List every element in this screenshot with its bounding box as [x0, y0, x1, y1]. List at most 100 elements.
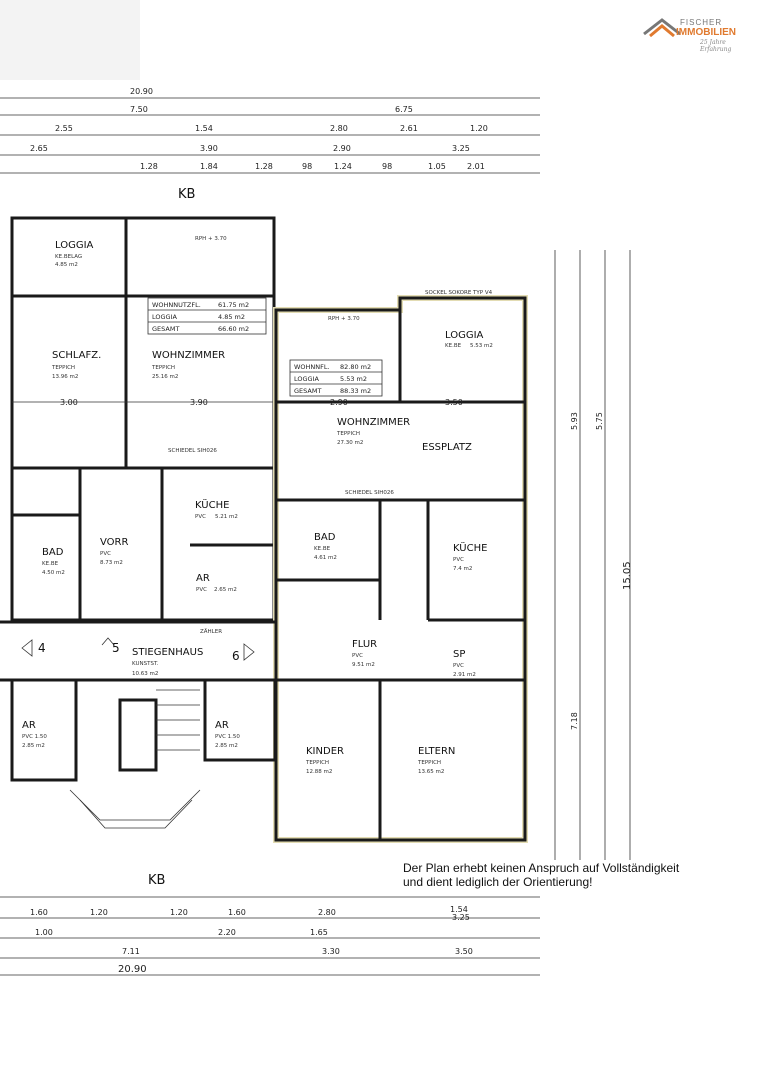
- dim-bottom1-2: 1.20: [170, 908, 188, 917]
- room-floor-1: TEPPICH: [51, 365, 75, 371]
- room-floor-11: TEPPICH: [336, 431, 360, 437]
- room-area-9: 2.85 m2: [215, 743, 238, 749]
- stair-arrow-5: [101, 637, 115, 646]
- vertical-total: 15.05: [622, 561, 633, 590]
- dim-bottom1-0: 1.60: [30, 908, 48, 917]
- room-name-17: KINDER: [306, 746, 344, 757]
- stair-markers: 4 5 6: [21, 637, 255, 663]
- dim-row2-0: 2.65: [30, 144, 48, 153]
- dim-bottom3-1: 3.30: [322, 947, 340, 956]
- dim-row3-0: 1.28: [140, 162, 158, 171]
- room-name-12: ESSPLATZ: [422, 442, 472, 453]
- dim-bottom1-1: 1.20: [90, 908, 108, 917]
- dim-row2-3: 3.25: [452, 144, 470, 153]
- room-area-13: 4.61 m2: [314, 555, 337, 561]
- left-table-label-0: WOHNNUTZFL.: [152, 301, 201, 309]
- dim-bottom1-5: 1.54: [450, 905, 468, 914]
- room-floor-10: KE.BE: [445, 343, 462, 349]
- dim-mid-3: 3.50: [445, 398, 463, 407]
- room-name-2: WOHNZIMMER: [152, 350, 225, 361]
- room-name-16: SP: [453, 649, 465, 660]
- dim-row3-3: 98: [302, 162, 312, 171]
- bottom-dimensions: 1.60 1.20 1.20 1.60 2.80 1.54 1.00 2.20 …: [0, 896, 540, 976]
- logo-tagline: 25 Jahre Erfahrung: [700, 39, 732, 53]
- room-name-14: KÜCHE: [453, 541, 487, 554]
- dim-row1-1: 1.54: [195, 124, 213, 133]
- overall-bottom-label: 20.90: [118, 964, 147, 975]
- room-area-18: 13.65 m2: [418, 769, 444, 775]
- room-area-7: 10.63 m2: [132, 671, 158, 677]
- room-floor-14: PVC: [453, 557, 464, 563]
- room-area-5: 4.50 m2: [42, 570, 65, 576]
- chimney-label-left: SCHIEDEL SIH026: [168, 448, 217, 454]
- room-area-2: 25.16 m2: [152, 374, 178, 380]
- room-area-8: 2.85 m2: [22, 743, 45, 749]
- right-table-label-1: LOGGIA: [294, 375, 319, 383]
- overall-top-label: 20.90: [130, 87, 153, 96]
- room-name-4: VORR: [100, 537, 128, 548]
- room-floor-9: PVC 1.50: [215, 734, 240, 740]
- dim-row3-1: 1.84: [200, 162, 218, 171]
- mid-dimensions: 3.00 3.90 2.90 3.50: [60, 398, 463, 407]
- room-name-3: KÜCHE: [195, 498, 229, 511]
- room-name-18: ELTERN: [418, 746, 455, 757]
- left-table-value-1: 4.85 m2: [218, 313, 245, 321]
- left-table-value-2: 66.60 m2: [218, 325, 249, 333]
- dim-row2-2: 2.90: [333, 144, 351, 153]
- left-table-value-0: 61.75 m2: [218, 301, 249, 309]
- meter-label: ZÄHLER: [200, 628, 222, 635]
- room-area-1: 13.96 m2: [52, 374, 78, 380]
- dim-bottom2-2: 1.65: [310, 928, 328, 937]
- dim-row1-3: 2.61: [400, 124, 418, 133]
- room-labels: LOGGIA KE.BELAG 4.85 m2 SCHLAFZ. TEPPICH…: [22, 240, 493, 775]
- right-table-value-2: 88.33 m2: [340, 387, 371, 395]
- stairwell-walls: [0, 620, 277, 829]
- stair-number-5: 5: [112, 641, 120, 655]
- room-area-3: 5.21 m2: [215, 514, 238, 520]
- room-area-14: 7.4 m2: [453, 566, 472, 572]
- room-floor-18: TEPPICH: [417, 760, 441, 766]
- room-area-6: 2.65 m2: [214, 587, 237, 593]
- dim-row1-0: 2.55: [55, 124, 73, 133]
- dim-mid-1: 3.90: [190, 398, 208, 407]
- top-dimensions: 20.90 7.50 6.75 2.55 1.54 2.80 2.61 1.20…: [0, 87, 540, 174]
- room-name-10: LOGGIA: [445, 330, 484, 341]
- room-floor-0: KE.BELAG: [55, 254, 82, 260]
- right-table-label-2: GESAMT: [294, 387, 321, 395]
- room-name-9: AR: [215, 720, 229, 731]
- dim-bottom3-2: 3.50: [455, 947, 473, 956]
- rph-label-right: RPH + 3.70: [328, 316, 360, 322]
- room-floor-8: PVC 1.50: [22, 734, 47, 740]
- room-name-13: BAD: [314, 532, 336, 543]
- room-floor-3: PVC: [195, 514, 206, 520]
- room-floor-16: PVC: [453, 663, 464, 669]
- right-table-label-0: WOHNNFL.: [294, 363, 330, 371]
- dim-row3-7: 2.01: [467, 162, 485, 171]
- room-floor-4: PVC: [100, 551, 111, 557]
- right-table-value-1: 5.53 m2: [340, 375, 367, 383]
- plan-disclaimer: Der Plan erhebt keinen Anspruch auf Voll…: [403, 861, 723, 889]
- dim-row3-4: 1.24: [334, 162, 352, 171]
- disclaimer-line-2: und dient lediglich der Orientierung!: [403, 875, 593, 889]
- room-area-16: 2.91 m2: [453, 672, 476, 678]
- section-bottom: KB: [148, 873, 165, 888]
- dim-bottom2-3: 3.25: [452, 913, 470, 922]
- scan-shadow: [0, 0, 140, 80]
- room-name-7: STIEGENHAUS: [132, 647, 203, 658]
- left-unit-area-table: WOHNNUTZFL. 61.75 m2 LOGGIA 4.85 m2 GESA…: [152, 301, 249, 333]
- room-name-1: SCHLAFZ.: [52, 350, 101, 361]
- dim-row1-2: 2.80: [330, 124, 348, 133]
- stair-arrow-4: [21, 639, 33, 657]
- dim-row1-4: 1.20: [470, 124, 488, 133]
- room-floor-5: KE.BE: [42, 561, 59, 567]
- room-area-17: 12.88 m2: [306, 769, 332, 775]
- room-area-10: 5.53 m2: [470, 343, 493, 349]
- room-name-11: WOHNZIMMER: [337, 417, 410, 428]
- seg-top-right: 6.75: [395, 105, 413, 114]
- company-logo: FISCHER IMMOBILIEN 25 Jahre Erfahrung: [642, 12, 752, 53]
- right-unit-area-table: WOHNNFL. 82.80 m2 LOGGIA 5.53 m2 GESAMT …: [294, 363, 371, 395]
- right-table-value-0: 82.80 m2: [340, 363, 371, 371]
- stair-number-4: 4: [38, 641, 46, 655]
- room-name-8: AR: [22, 720, 36, 731]
